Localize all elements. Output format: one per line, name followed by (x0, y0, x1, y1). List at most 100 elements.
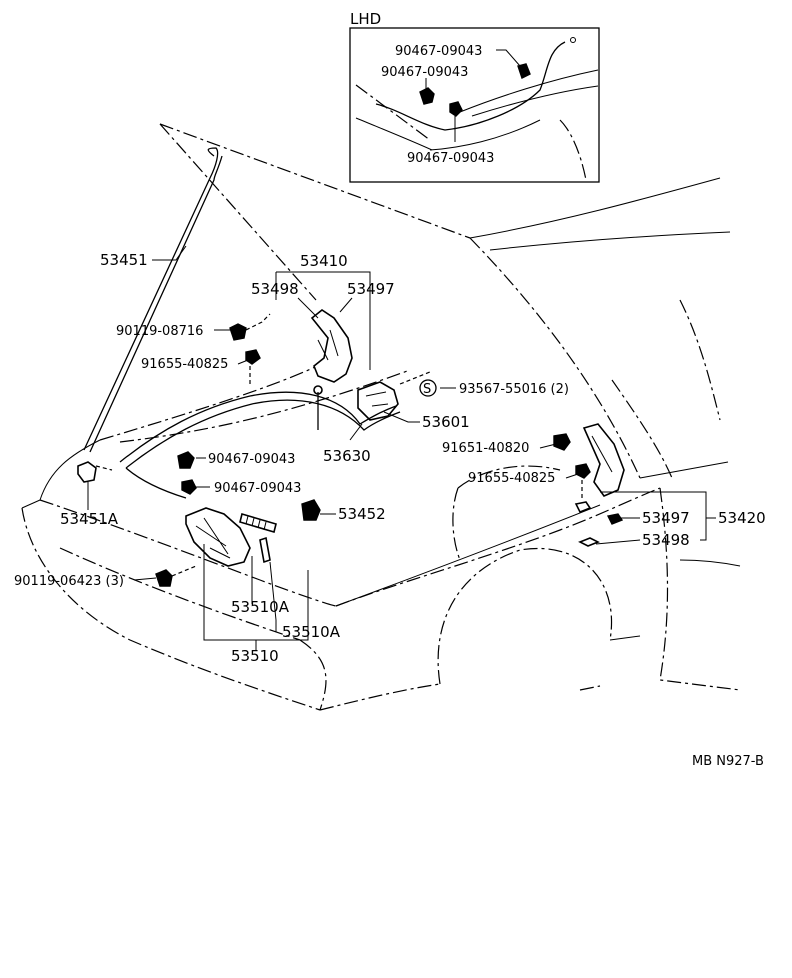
front-lower (21, 499, 41, 509)
door-line (659, 487, 741, 691)
cushion-53498 (578, 537, 600, 547)
rod-holder-leader (95, 465, 113, 471)
inset-label-3: 90467-09043 (407, 151, 494, 166)
bumper-bottom (319, 683, 441, 711)
label-53510A-b: 53510A (282, 623, 341, 641)
leader-90119-06423 (133, 577, 157, 581)
leader-lines (87, 245, 716, 650)
bumper-lower (21, 507, 321, 711)
lock-detail (365, 391, 389, 407)
a-pillar (611, 379, 673, 479)
label-93567-55016: 93567-55016 (2) (459, 382, 569, 397)
hinge-right-detail (591, 435, 613, 473)
label-53452: 53452 (338, 505, 386, 523)
label-53497-right: 53497 (642, 509, 690, 527)
label-91651-40820: 91651-40820 (442, 441, 529, 456)
leader-53420-group (600, 491, 716, 541)
inset-body-line (559, 119, 587, 181)
leader-91651 (539, 443, 557, 449)
leader-53630 (349, 423, 363, 441)
label-53510A: 53510A (231, 598, 290, 616)
label-53630: 53630 (323, 447, 371, 465)
bolt-91651-40820 (553, 433, 571, 451)
bay-inner (119, 369, 411, 443)
inset-clip (449, 101, 463, 117)
lock-leader (399, 371, 431, 385)
inset-body-line (459, 69, 599, 113)
hood-hinge-right (582, 423, 625, 497)
label-91655-40825-right: 91655-40825 (468, 471, 555, 486)
cushion-53497 (606, 513, 624, 525)
label-90119-08716: 90119-08716 (116, 324, 203, 339)
label-90119-06423: 90119-06423 (3) (14, 574, 124, 589)
bolt-leader (171, 565, 197, 577)
inset-label-2: 90467-09043 (381, 65, 468, 80)
bolt-91655-40825 (245, 349, 261, 365)
s-symbol-circle (419, 379, 437, 397)
bumper-upper (39, 499, 337, 607)
wheel-arch (437, 548, 612, 685)
strut-tower (457, 465, 561, 489)
label-90467-09043-b: 90467-09043 (214, 481, 301, 496)
label-53510: 53510 (231, 647, 279, 665)
hood-support-rod (83, 147, 219, 451)
lhd-inset: LHD 90467-09043 90467-09043 90467-09043 (349, 10, 600, 183)
hood-catch (301, 499, 321, 521)
inset-body-line (471, 85, 599, 117)
inset-body-line (355, 84, 431, 141)
label-90467-09043-a: 90467-09043 (208, 452, 295, 467)
leader-53497a (339, 297, 353, 313)
cowl-line (639, 461, 729, 479)
cable-clip (181, 479, 197, 495)
inset-body-line (429, 119, 541, 151)
spring-coils (245, 515, 267, 531)
release-cable (119, 391, 397, 463)
fender-rear (609, 635, 641, 641)
leader-53451 (152, 245, 187, 261)
inset-leader (496, 49, 521, 67)
front-corner (39, 439, 101, 501)
hinge-washer (574, 501, 592, 514)
label-53601: 53601 (422, 413, 470, 431)
label-53497: 53497 (347, 280, 395, 298)
windshield-line (489, 231, 731, 251)
rod-holder (77, 461, 97, 483)
hood-lock (357, 381, 399, 421)
lock-assembly-detail (195, 517, 231, 559)
label-53498: 53498 (251, 280, 299, 298)
leader-91655-40825b (565, 473, 579, 479)
hood-top-edge (159, 123, 471, 239)
inset-label-1: 90467-09043 (395, 44, 482, 59)
inset-body-line (355, 117, 433, 151)
inset-title: LHD (350, 10, 381, 28)
hinge-detail (317, 329, 339, 361)
hood-right-edge (469, 237, 641, 479)
label-53498-right: 53498 (642, 531, 690, 549)
label-53451A: 53451A (60, 510, 119, 528)
inset-cable-end (570, 37, 576, 43)
bay-edge (99, 359, 331, 441)
fender-crease (335, 504, 601, 607)
label-53420: 53420 (718, 509, 766, 527)
bumper-end (299, 639, 327, 711)
strut-tower-side (452, 487, 461, 561)
hood-lock-assembly (185, 507, 251, 567)
roof-line (469, 177, 721, 239)
bolt-leader (245, 313, 271, 331)
fender-top (335, 487, 661, 607)
lock-spring (239, 512, 277, 534)
diagram-code: MB N927-B (692, 754, 764, 769)
leader-53498b (595, 539, 641, 545)
bumper-mid (59, 547, 301, 641)
parts (77, 147, 625, 587)
inset-cable (375, 41, 566, 131)
leader-53601 (383, 411, 420, 423)
car-body (21, 123, 741, 711)
labels: 53451 53410 53498 53497 90119-08716 9165… (14, 251, 766, 769)
windshield-edge (679, 299, 721, 421)
label-91655-40825: 91655-40825 (141, 357, 228, 372)
cable-clip (177, 451, 195, 469)
inset-clip (517, 63, 531, 79)
bolt-90119-08716 (229, 323, 247, 341)
